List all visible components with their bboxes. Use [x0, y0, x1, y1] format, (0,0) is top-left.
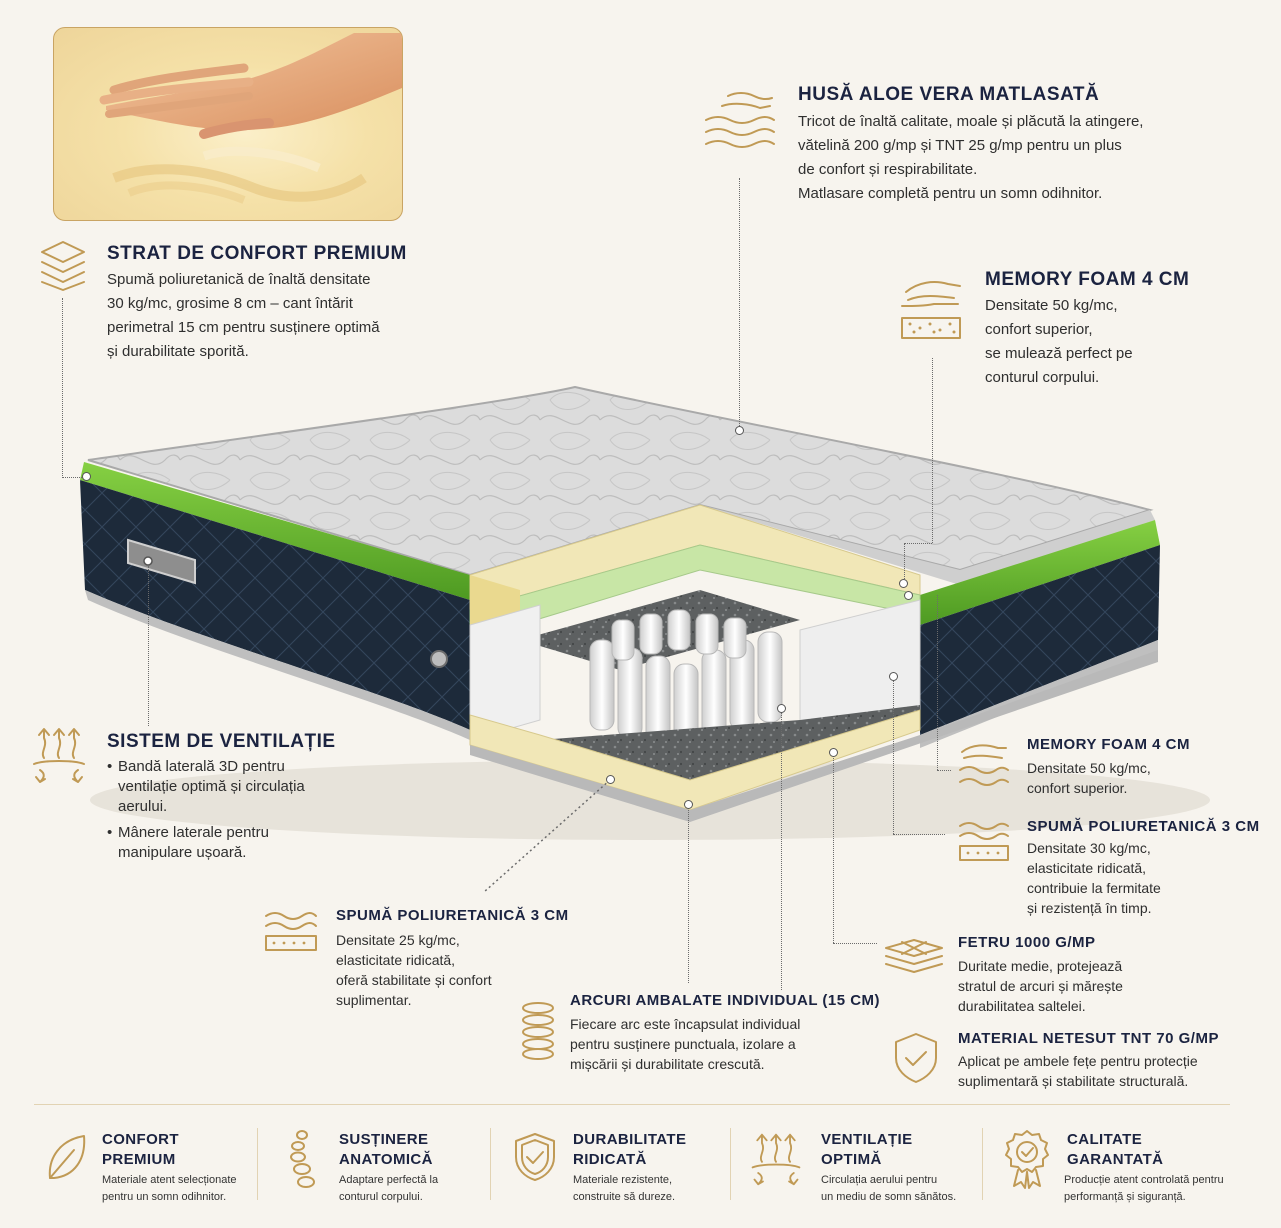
leader-comfort-h — [62, 477, 86, 478]
nonwoven-desc: Aplicat pe ambele fețe pentru protecție … — [958, 1053, 1198, 1089]
foam-layer-icon — [959, 822, 1009, 861]
badge-icon — [1005, 1130, 1049, 1189]
memory-top-title: MEMORY FOAM 4 CM — [985, 269, 1190, 290]
dot-memory-side — [904, 591, 913, 600]
dot-felt — [829, 748, 838, 757]
ventilation-title: SISTEM DE VENTILAȚIE — [107, 731, 336, 752]
pu-right-desc: Densitate 30 kg/mc, elasticitate ridicat… — [1027, 840, 1161, 916]
layers-icon — [41, 241, 85, 291]
leader-pu-right — [893, 678, 894, 834]
leader-vent — [148, 566, 149, 726]
leader-springs2 — [781, 710, 782, 990]
pu-left-title: SPUMĂ POLIURETANICĂ 3 CM — [336, 907, 569, 924]
foam-layer-left-icon — [265, 912, 317, 951]
nonwoven-title: MATERIAL NETESUT TNT 70 G/MP — [958, 1030, 1219, 1047]
felt-title: FETRU 1000 G/MP — [958, 934, 1096, 951]
springs-title: ARCURI AMBALATE INDIVIDUAL (15 CM) — [570, 992, 881, 1009]
pocket-springs — [589, 609, 783, 755]
ventilation-desc: • Bandă laterală 3D pentru ventilație op… — [107, 758, 305, 861]
pu-right-title: SPUMĂ POLIURETANICĂ 3 CM — [1027, 818, 1260, 835]
dot-aloe — [735, 426, 744, 435]
shield-check-icon — [895, 1033, 937, 1083]
aloe-desc: Tricot de înaltă calitate, moale și plăc… — [798, 113, 1144, 202]
leader-memory-top — [932, 358, 933, 543]
dot-pu-left — [606, 775, 615, 784]
ventilation-icon — [33, 728, 85, 783]
spine-icon — [290, 1130, 315, 1188]
comfort-desc: Spumă poliuretanică de înaltă densitate … — [107, 271, 380, 360]
airflow-icon — [751, 1133, 801, 1186]
comfort-title: STRAT DE CONFORT PREMIUM — [107, 243, 407, 264]
leaf-icon — [48, 1135, 86, 1179]
shield-check-icon — [515, 1133, 555, 1181]
memory-side-title: MEMORY FOAM 4 CM — [1027, 736, 1191, 753]
felt-desc: Duritate medie, protejează stratul de ar… — [958, 958, 1123, 1014]
leader-aloe — [739, 178, 740, 428]
memory-top-desc: Densitate 50 kg/mc, confort superior, se… — [985, 297, 1133, 386]
pu-left-desc: Densitate 25 kg/mc, elasticitate ridicat… — [336, 932, 492, 1008]
leader-memory-side-h — [937, 770, 951, 771]
hand-waves-small-icon — [959, 744, 1009, 786]
leader-pu-right-h — [893, 834, 945, 835]
bullet-icon: • — [107, 824, 113, 841]
separator — [490, 1128, 491, 1200]
bullet-icon: • — [107, 758, 113, 775]
leader-springs — [688, 805, 689, 983]
spring-icon — [522, 1002, 554, 1060]
leader-pu-left — [483, 779, 611, 893]
leader-memory-side — [937, 595, 938, 770]
bottom-divider — [34, 1104, 1230, 1105]
dot-springs — [684, 800, 693, 809]
mattress-cutaway-illustration — [80, 385, 1210, 840]
separator — [982, 1128, 983, 1200]
hand-foam-icon — [901, 281, 961, 339]
hand-imprint-icon — [99, 33, 402, 204]
leader-memory-top-h — [904, 543, 932, 544]
dot-pu-right — [889, 672, 898, 681]
leader-comfort — [62, 298, 63, 478]
feature-desc: Materiale rezistente,construite să durez… — [573, 1174, 676, 1203]
dot-comfort — [82, 472, 91, 481]
separator — [257, 1128, 258, 1200]
springs-desc: Fiecare arc este încapsulat individual p… — [570, 1016, 801, 1072]
memory-foam-hand-image — [53, 27, 403, 221]
aloe-title: HUSĂ ALOE VERA MATLASATĂ — [798, 84, 1100, 105]
felt-icon — [885, 939, 943, 973]
hand-waves-icon — [705, 92, 775, 148]
leader-felt — [833, 755, 834, 943]
leader-felt-h — [833, 943, 877, 944]
memory-side-desc: Densitate 50 kg/mc, confort superior. — [1027, 760, 1151, 796]
leader-memory-top-v2 — [904, 543, 905, 581]
separator — [730, 1128, 731, 1200]
dot-springs2 — [777, 704, 786, 713]
dot-memory-top — [899, 579, 908, 588]
